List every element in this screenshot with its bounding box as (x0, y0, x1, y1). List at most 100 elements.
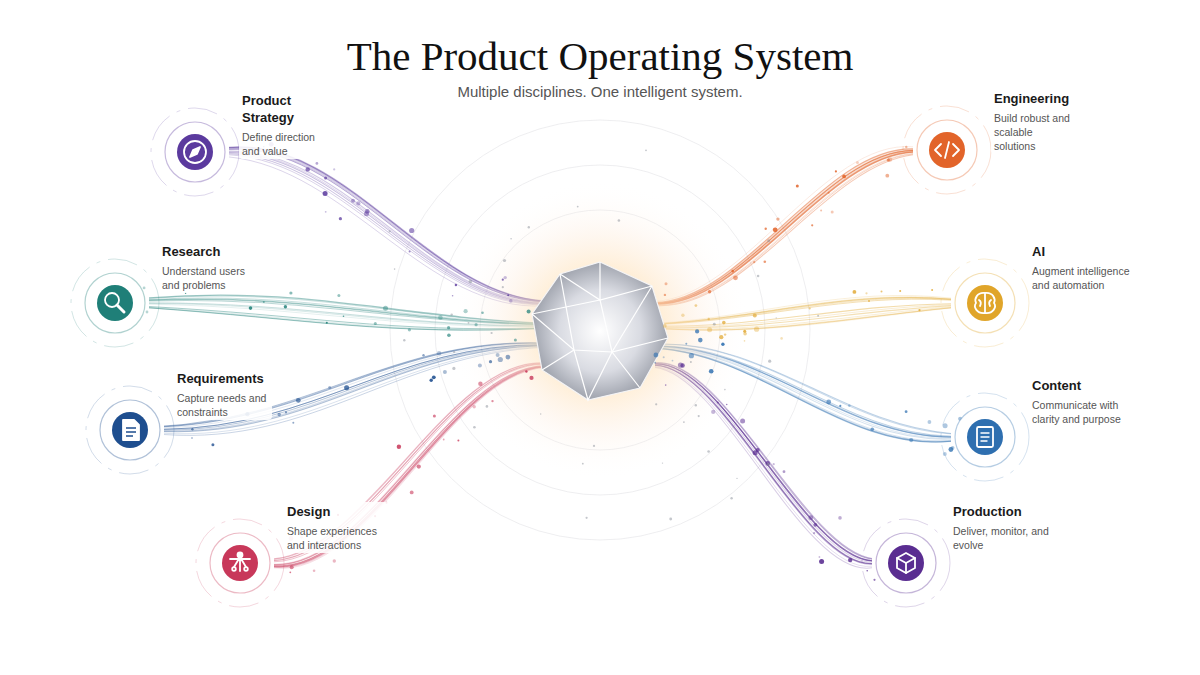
particle (475, 323, 478, 326)
particle (409, 228, 414, 233)
particle (313, 569, 316, 572)
icon-node: DesignShape experiences and interactions (210, 533, 270, 593)
particle (905, 410, 908, 413)
core-glow (450, 180, 750, 480)
particle (866, 570, 868, 572)
particle (292, 422, 294, 424)
particle (654, 362, 656, 364)
particle (351, 199, 355, 203)
particle (731, 270, 734, 273)
particle (408, 328, 411, 331)
middle-ring (955, 273, 1015, 333)
particle (410, 491, 414, 495)
icon-disc (97, 285, 133, 321)
outer-ring (941, 259, 1029, 347)
particle (432, 375, 436, 379)
icon-stroke (945, 142, 949, 158)
particle (776, 217, 779, 220)
particle (430, 379, 433, 382)
particle (478, 364, 482, 368)
particle (873, 579, 875, 581)
icon-stroke (977, 427, 993, 447)
particle (306, 167, 310, 171)
particle (765, 228, 767, 230)
particle (753, 261, 755, 263)
particle (848, 558, 852, 562)
particle (486, 405, 489, 408)
particle (918, 309, 920, 311)
particle (708, 290, 711, 293)
particle (510, 238, 512, 240)
particle (665, 384, 667, 386)
particle (698, 415, 700, 417)
particle (284, 305, 287, 308)
icon-stroke (244, 567, 248, 571)
particle (808, 515, 813, 520)
text-block: DesignShape experiences and interactions (284, 502, 394, 553)
icon-stroke (232, 567, 236, 571)
particle (438, 315, 443, 320)
icon-disc (929, 132, 965, 168)
icon-node: RequirementsCapture needs and constraint… (100, 400, 160, 460)
particle (685, 343, 687, 345)
icon-disc (112, 412, 148, 448)
particle (842, 175, 846, 179)
particle (733, 275, 738, 280)
particle (819, 559, 824, 564)
particle (618, 219, 621, 222)
particle (662, 462, 663, 463)
particle (496, 353, 500, 357)
particle (509, 299, 513, 303)
text-block: ContentCommunicate with clarity and purp… (1029, 376, 1143, 427)
particle (730, 497, 732, 499)
particle (502, 286, 504, 288)
particle (417, 465, 421, 469)
icon-circle (937, 255, 1033, 351)
icon-circle (899, 102, 995, 198)
particle (885, 174, 889, 178)
particle (654, 353, 659, 358)
particle (756, 448, 760, 452)
particle (326, 322, 328, 324)
particle (323, 191, 328, 196)
middle-ring (85, 273, 145, 333)
particle (683, 421, 685, 423)
particle (813, 532, 815, 534)
particle (457, 439, 459, 441)
particle (451, 313, 453, 315)
icon-circle (937, 389, 1033, 485)
particle (796, 185, 799, 188)
text-block: EngineeringBuild robust and scalable sol… (991, 89, 1077, 154)
particle (365, 209, 370, 214)
icon-node: ContentCommunicate with clarity and purp… (955, 407, 1015, 467)
outer-ring (71, 259, 159, 347)
icon-stroke (979, 300, 991, 306)
particle (853, 290, 857, 294)
particle (502, 279, 504, 281)
particle (344, 385, 349, 390)
particle (743, 330, 746, 333)
particle (290, 565, 294, 569)
particle (249, 306, 253, 310)
particle (721, 343, 724, 346)
particle (744, 340, 746, 342)
particle (289, 571, 291, 573)
icon-disc (967, 419, 1003, 455)
outer-ring (86, 386, 174, 474)
particle (663, 356, 665, 358)
icon-stroke (981, 433, 989, 441)
particle (754, 327, 759, 332)
particle (753, 314, 757, 318)
discipline-heading: Product Strategy (242, 92, 328, 126)
particle (481, 311, 484, 314)
particle (719, 335, 723, 339)
particle (383, 306, 388, 311)
particle (909, 438, 913, 442)
particle (678, 363, 683, 368)
text-block: RequirementsCapture needs and constraint… (174, 369, 272, 420)
particle (669, 518, 672, 521)
particle (655, 403, 657, 405)
particle (437, 351, 441, 355)
middle-ring (165, 122, 225, 182)
